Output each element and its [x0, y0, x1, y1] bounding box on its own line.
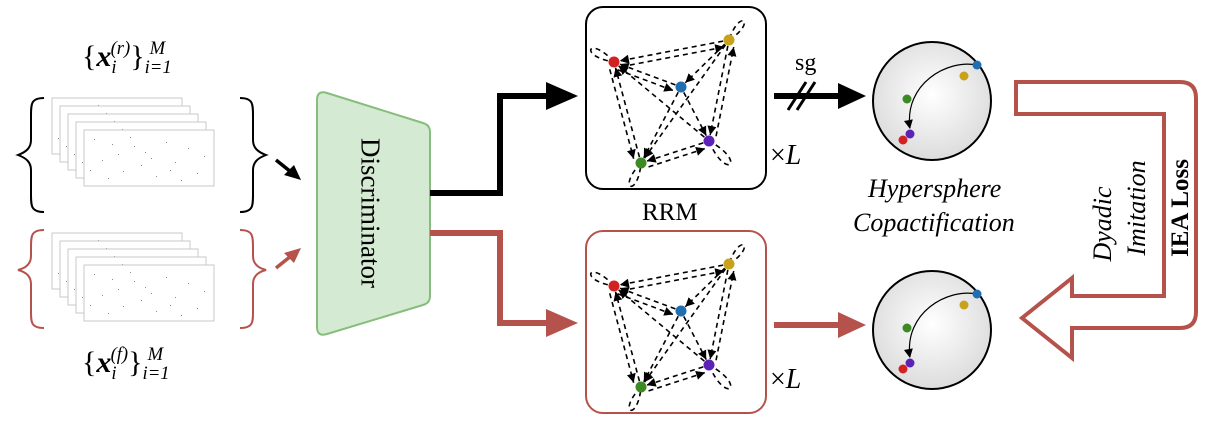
relation-self-loop: [628, 386, 642, 411]
relation-edge: [646, 142, 704, 162]
relation-edge: [648, 147, 706, 168]
relation-edge: [618, 289, 705, 362]
stop-gradient-arrow: [774, 81, 866, 111]
relation-edge: [643, 91, 679, 159]
relation-node-green: [635, 381, 647, 393]
fake-input-arrow: [274, 248, 301, 270]
embedding-point-gold: [959, 300, 969, 310]
hypersphere-caption-line2: Copactification: [853, 208, 1015, 237]
fake-sample-stack: [51, 232, 215, 322]
relation-edge: [614, 67, 641, 158]
fake-to-sphere-arrow: [774, 312, 866, 338]
real-input-arrow: [274, 158, 301, 180]
hypersphere-fake: [872, 270, 992, 390]
rrm-label: RRM: [642, 199, 698, 226]
iea-loss-label: IEA Loss: [1167, 159, 1194, 257]
repeat-l-bottom: ×L: [770, 364, 802, 395]
relation-edge: [643, 315, 679, 383]
relation-node-red: [608, 56, 620, 68]
discriminator-block: [316, 91, 431, 336]
embedding-point-blue: [972, 60, 982, 70]
relation-self-loop: [708, 364, 732, 390]
relation-self-loop: [590, 47, 615, 63]
relation-node-blue: [675, 305, 687, 317]
relation-self-loop: [590, 271, 615, 287]
relation-edge: [619, 63, 676, 86]
iea-loss-return-arrow: [1014, 80, 1198, 363]
rrm-box-fake: [585, 230, 767, 414]
embedding-point-green: [902, 323, 912, 333]
relation-node-blue: [675, 81, 687, 93]
relation-graph-real: [590, 20, 746, 187]
fake-left-brace: [17, 229, 45, 329]
embedding-point-gold: [959, 71, 969, 81]
relation-node-gold: [723, 258, 735, 270]
fake-feature-path: [430, 230, 578, 337]
embedding-point-red: [898, 364, 908, 374]
relation-node-purple: [703, 135, 715, 147]
real-sample-stack: [51, 97, 215, 187]
relation-graph-fake: [590, 244, 746, 411]
relation-edge: [709, 45, 729, 136]
relation-node-green: [635, 157, 647, 169]
discriminator-label: Discriminator: [355, 138, 386, 288]
relation-node-red: [608, 280, 620, 292]
relation-node-purple: [703, 359, 715, 371]
embedding-point-purple: [905, 129, 915, 139]
relation-edge: [715, 46, 735, 137]
embedding-point-blue: [972, 289, 982, 299]
stop-gradient-label: sg: [795, 50, 817, 76]
real-left-brace: [15, 97, 45, 213]
relation-edge: [684, 267, 726, 308]
sphere-embedding-real: [898, 60, 982, 145]
relation-node-gold: [723, 34, 735, 46]
real-set-label: {xi(r)}i=1M: [82, 38, 172, 78]
hypersphere-caption-line1: Hypersphere: [868, 174, 1002, 203]
geodesic-arc: [908, 292, 978, 358]
relation-edge: [608, 69, 635, 159]
dyadic-imitation-line2: Imitation: [1122, 160, 1151, 256]
relation-edge: [619, 287, 676, 310]
relation-edge: [608, 293, 635, 383]
embedding-point-purple: [905, 358, 915, 368]
relation-edge: [715, 270, 735, 361]
relation-self-loop: [708, 140, 732, 166]
relation-self-loop: [628, 162, 642, 187]
relation-edge: [646, 366, 704, 386]
relation-edge: [618, 65, 705, 138]
geodesic-arc: [908, 63, 978, 129]
embedding-point-red: [898, 135, 908, 145]
sphere-embedding-fake: [898, 289, 982, 374]
embedding-point-green: [902, 94, 912, 104]
hypersphere-real: [872, 41, 992, 161]
relation-edge: [617, 68, 674, 92]
relation-edge: [614, 291, 641, 382]
repeat-l-top: ×L: [770, 140, 802, 171]
rrm-box-real: [585, 6, 767, 190]
relation-edge: [684, 43, 726, 84]
relation-edge: [648, 371, 706, 392]
real-right-brace: [239, 97, 269, 213]
relation-edge: [709, 269, 729, 360]
fake-set-label: {xi(f)}i=1M: [82, 344, 170, 384]
real-feature-path: [430, 82, 578, 196]
fake-right-brace: [239, 229, 267, 329]
relation-edge: [617, 292, 674, 316]
dyadic-imitation-line1: Dyadic: [1088, 186, 1117, 262]
